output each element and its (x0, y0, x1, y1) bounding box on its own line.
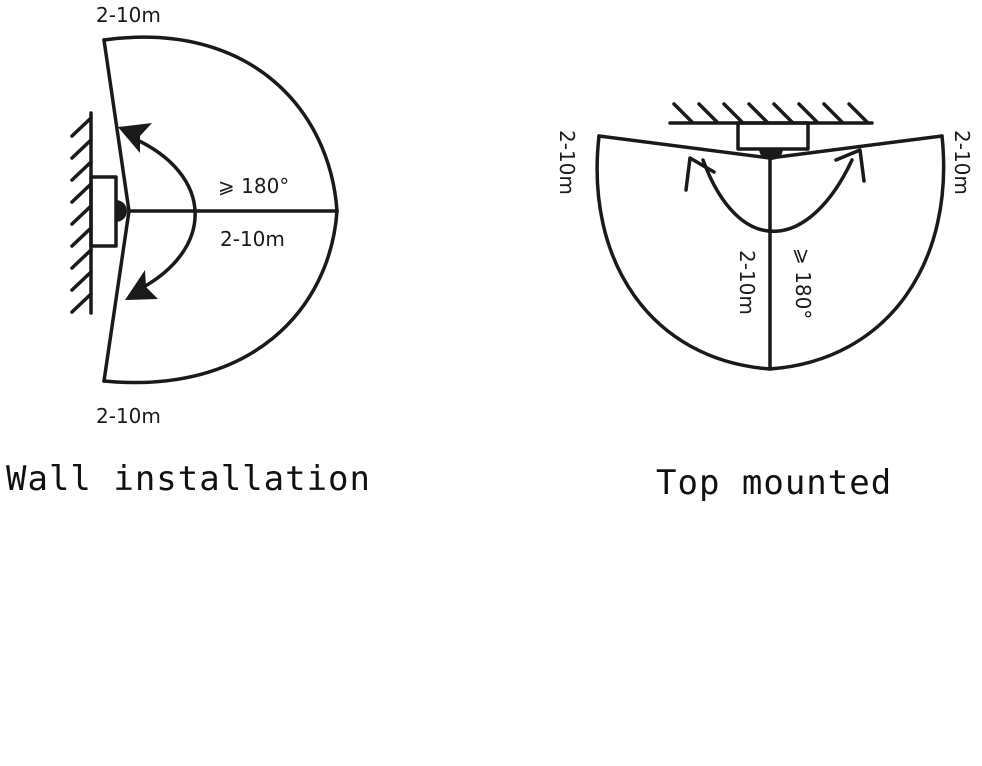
top-caption: Top mounted (656, 463, 892, 503)
wall-installation-diagram: 2-10m 2-10m 2-10m ⩾ 180° Wall installati… (6, 3, 371, 499)
top-mounted-diagram: 2-10m 2-10m 2-10m ⩾ 180° Top mounted (555, 102, 974, 503)
wall-hatching (70, 116, 93, 314)
wall-angle-arc (131, 136, 197, 292)
ceiling-range-left-label: 2-10m (555, 130, 579, 195)
wall-arrow-down-icon (125, 270, 158, 300)
ceiling-arrow-right-icon (834, 148, 866, 183)
wall-angle-label: ⩾ 180° (218, 174, 289, 198)
wall-range-bottom-label: 2-10m (96, 404, 161, 428)
wall-sensor-body (89, 175, 118, 248)
ceiling-angle-label: ⩾ 180° (791, 248, 815, 319)
ceiling-sensor-body (736, 121, 810, 151)
wall-arrow-up-icon (118, 123, 152, 153)
wall-range-top-label: 2-10m (96, 3, 161, 27)
wall-sensor-lens (116, 200, 127, 222)
wall-caption: Wall installation (6, 459, 371, 499)
ceiling-range-center-label: 2-10m (735, 250, 759, 315)
wall-range-center-label: 2-10m (220, 227, 285, 251)
ceiling-angle-arc (701, 158, 854, 233)
ceiling-arrow-left-icon (684, 156, 716, 192)
ceiling-hatching (672, 102, 869, 124)
ceiling-range-right-label: 2-10m (950, 130, 974, 195)
